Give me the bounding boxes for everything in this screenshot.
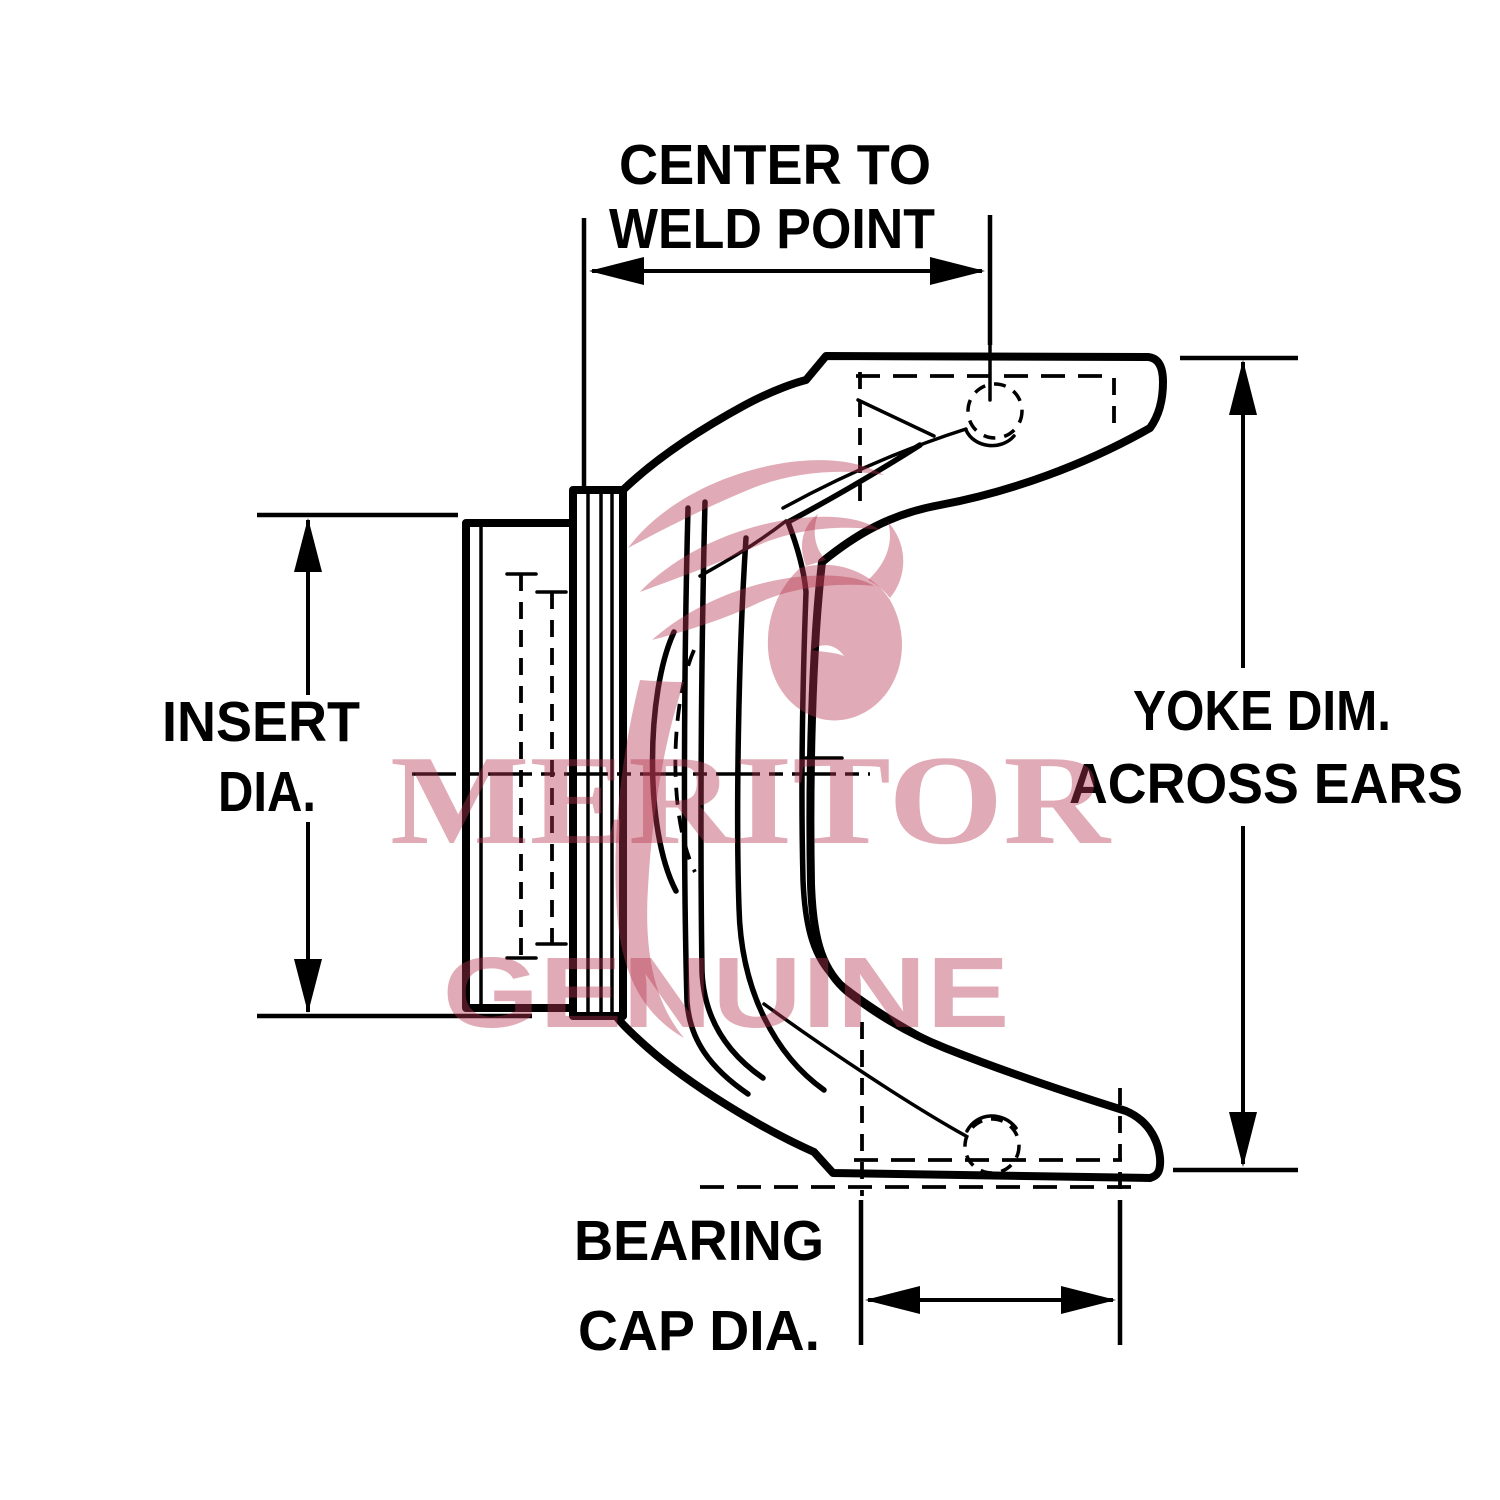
arrowhead-left xyxy=(865,1286,920,1314)
watermark-genuine-text: GENUINE xyxy=(443,937,1010,1049)
inner-slot-edge xyxy=(784,442,931,1043)
bottom-ear-persp xyxy=(762,1002,968,1138)
dimension-center-to-weld: CENTER TO WELD POINT xyxy=(581,133,993,487)
watermark-meritor-text: MERITOR xyxy=(390,729,1112,871)
arrowhead-up xyxy=(294,518,322,572)
center-to-weld-label-1: CENTER TO xyxy=(619,133,931,197)
bearing-cap-label-2: CAP DIA. xyxy=(578,1299,820,1363)
insert-dia-label-2: DIA. xyxy=(218,760,316,824)
bearing-cap-label-1: BEARING xyxy=(574,1209,824,1273)
bottom-ear-hole xyxy=(963,1117,1021,1175)
center-to-weld-label-2: WELD POINT xyxy=(609,197,935,261)
body-edge-3 xyxy=(734,535,827,1093)
top-ear-persp-2 xyxy=(856,398,936,438)
arrowhead-right xyxy=(930,257,985,285)
yoke-dim-label-1: YOKE DIM. xyxy=(1133,679,1391,743)
dimension-bearing-cap-dia: BEARING CAP DIA. xyxy=(574,1200,1123,1363)
body-edge-1 xyxy=(681,505,751,1097)
yoke-dim-label-2: ACROSS EARS xyxy=(1069,752,1463,816)
bottom-ear-hole-arc xyxy=(965,1114,1018,1133)
dimension-yoke-across-ears: YOKE DIM. ACROSS EARS xyxy=(1069,355,1463,1173)
top-ear-hole-arc xyxy=(964,428,1016,448)
arrowhead-down xyxy=(1229,1112,1257,1167)
bore-arc-solid xyxy=(649,629,679,894)
top-ear-persp-1 xyxy=(781,427,968,510)
dimension-insert-dia: INSERT DIA. xyxy=(162,512,532,1019)
bore-arc-hidden xyxy=(673,649,697,873)
yoke-drawing xyxy=(412,352,1167,1196)
arrowhead-right xyxy=(1061,1286,1116,1314)
slot-vertex-branch xyxy=(698,519,788,578)
body-edge-2 xyxy=(698,499,766,1081)
yoke-silhouette xyxy=(613,352,1167,1182)
meritor-bull-logo-icon xyxy=(615,460,904,1038)
insert-dia-label-1: INSERT xyxy=(162,690,360,754)
arrowhead-down xyxy=(294,959,322,1013)
arrowhead-left xyxy=(589,257,644,285)
watermark: MERITOR GENUINE xyxy=(390,460,1112,1049)
arrowhead-up xyxy=(1229,360,1257,415)
top-ear-hole xyxy=(966,382,1024,440)
